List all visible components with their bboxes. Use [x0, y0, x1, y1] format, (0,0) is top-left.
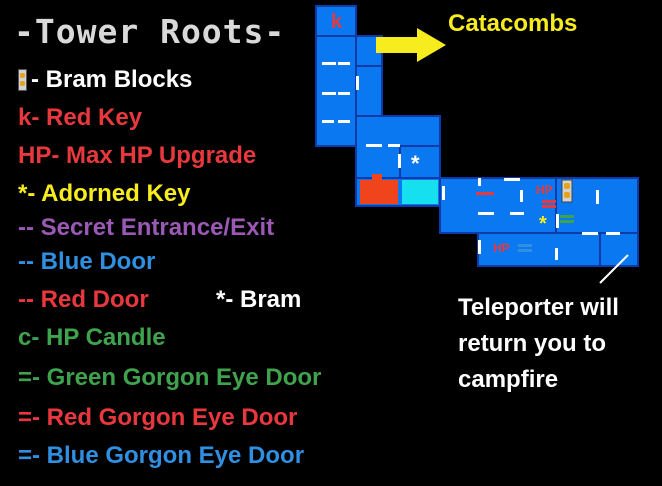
legend-item: HP - Max HP Upgrade [18, 142, 256, 170]
legend-text: - Red Door [26, 286, 149, 313]
legend-item: k - Red Key [18, 104, 142, 132]
room-separator [556, 214, 559, 228]
room-separator [322, 120, 334, 123]
room-separator [510, 212, 524, 215]
legend-text: - Secret Entrance/Exit [26, 214, 275, 241]
legend-item: * - Adorned Key [18, 180, 190, 208]
special-room-red-notch [372, 174, 382, 182]
legend-item: = - Red Gorgon Eye Door [18, 404, 297, 432]
room-separator [442, 186, 445, 200]
legend-item: - Bram Blocks [18, 66, 192, 94]
map-rooms [315, 5, 639, 267]
legend-symbol: HP [18, 142, 52, 169]
room-separator [596, 190, 599, 204]
room-separator [338, 120, 350, 123]
catacombs-arrow-icon [376, 28, 446, 62]
map-title: -Tower Roots- [14, 12, 286, 51]
special-room-red [360, 180, 398, 204]
legend-text: - Blue Door [26, 248, 156, 275]
room-separator [520, 190, 523, 202]
room-separator [478, 240, 481, 254]
bram-block-icon [561, 179, 573, 203]
room-separator [388, 144, 400, 147]
hp-upgrade-marker-top: HP [536, 183, 553, 197]
map-room [315, 35, 357, 147]
adorned-key-marker: * [539, 213, 547, 235]
catacombs-label: Catacombs [448, 10, 578, 37]
green-gorgon-eye-door [560, 220, 574, 223]
legend-bram-symbol: * [216, 286, 226, 313]
legend-text: - Green Gorgon Eye Door [32, 364, 322, 391]
room-separator [338, 92, 350, 95]
legend-symbol: = [18, 364, 33, 391]
legend-text: - Bram Blocks [31, 66, 193, 93]
legend-text: - Red Gorgon Eye Door [32, 404, 298, 431]
legend-bram-text: - Bram [225, 286, 302, 313]
legend-item: - - Red Door [18, 286, 149, 314]
room-separator [356, 76, 359, 90]
room-separator [322, 92, 336, 95]
teleporter-note: Teleporter will return you to campfire [458, 290, 658, 398]
legend-symbol: * [18, 180, 28, 207]
red-door [476, 192, 494, 195]
teleporter-note-line-2: return you to [458, 330, 606, 357]
legend-symbol: = [18, 404, 33, 431]
map-room [315, 5, 357, 37]
red-key-marker: k [331, 11, 343, 33]
legend-symbol: c [18, 324, 32, 351]
room-separator [322, 62, 336, 65]
map-room [399, 145, 441, 179]
legend-item: - - Blue Door [18, 248, 155, 276]
hp-upgrade-marker-bottom: HP [493, 241, 510, 255]
legend-bram: * - Bram [216, 286, 301, 314]
green-gorgon-eye-door [560, 215, 574, 218]
bram-block-icon [18, 69, 27, 91]
teleporter-note-line-3: campfire [458, 366, 559, 393]
blue-gorgon-eye-door [518, 244, 532, 247]
red-gorgon-eye-door [542, 200, 556, 203]
room-separator [555, 248, 558, 260]
special-room-cyan [402, 180, 438, 204]
legend-item: - - Secret Entrance/Exit [18, 214, 274, 242]
legend-symbol: - [18, 214, 26, 241]
room-separator [582, 232, 598, 235]
map-doors [322, 62, 620, 260]
legend-text: - Red Key [31, 104, 143, 131]
room-separator [606, 232, 620, 235]
legend-symbol: - [18, 248, 26, 275]
room-separator [338, 62, 350, 65]
legend-text: - Blue Gorgon Eye Door [32, 442, 305, 469]
room-separator [398, 154, 401, 168]
legend-symbol: k [18, 104, 32, 131]
legend-item: = - Blue Gorgon Eye Door [18, 442, 304, 470]
legend-symbol: - [18, 286, 26, 313]
teleporter-pointer-line [599, 254, 629, 284]
legend-text: - HP Candle [31, 324, 166, 351]
room-separator [478, 178, 481, 186]
room-separator [478, 212, 494, 215]
legend-item: c - HP Candle [18, 324, 166, 352]
legend-symbol: = [18, 442, 33, 469]
blue-gorgon-eye-door [518, 249, 532, 252]
room-separator [366, 144, 382, 147]
red-gorgon-eye-door [542, 205, 556, 208]
map-room [599, 232, 639, 267]
bram-marker: * [411, 151, 420, 176]
legend-text: - Adorned Key [27, 180, 191, 207]
room-separator [504, 178, 520, 181]
teleporter-note-line-1: Teleporter will [458, 294, 619, 321]
legend-text: - Max HP Upgrade [51, 142, 257, 169]
legend-item: = - Green Gorgon Eye Door [18, 364, 321, 392]
